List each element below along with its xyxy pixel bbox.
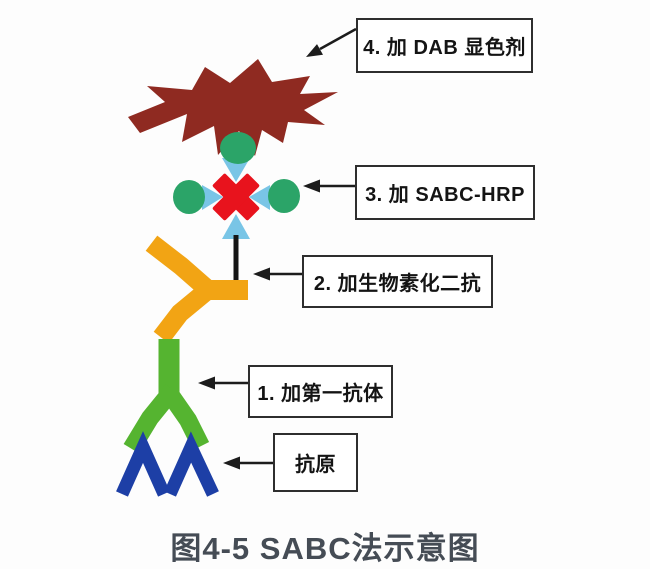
primary-antibody-shape xyxy=(123,339,210,454)
arrow-to-secondary-antibody xyxy=(253,267,302,281)
antigen-chevron-right xyxy=(164,431,219,497)
label-text-dab: 4. 加 DAB 显色剂 xyxy=(363,37,526,59)
dab-burst-shape xyxy=(128,59,338,156)
primary-antibody-left-arm xyxy=(123,384,180,454)
biotin-triangle-bottom xyxy=(222,214,250,239)
antigen-chevron-left xyxy=(116,431,170,497)
label-text-biotin-secondary: 2. 加生物素化二抗 xyxy=(313,273,482,295)
biotin-triangle-left xyxy=(202,185,223,210)
biotin-triangle-right xyxy=(249,185,270,210)
label-text-primary-antibody: 1. 加第一抗体 xyxy=(257,383,384,405)
arrow-to-sabc-complex xyxy=(303,179,355,193)
enzyme-bead-right xyxy=(268,179,300,213)
figure-caption: 图4-5 SABC法示意图 xyxy=(170,531,480,566)
avidin-core-cross xyxy=(212,173,260,221)
arrowhead-icon xyxy=(198,376,215,390)
arrowhead-icon xyxy=(306,44,323,57)
enzyme-bead-top xyxy=(220,132,256,164)
label-box-dab: 4. 加 DAB 显色剂 xyxy=(356,18,533,73)
antigen-shape xyxy=(116,431,219,497)
primary-antibody-right-arm xyxy=(159,384,210,451)
label-box-antigen: 抗原 xyxy=(273,433,358,492)
arrow-to-dab-burst xyxy=(306,27,357,57)
label-box-biotin-secondary: 2. 加生物素化二抗 xyxy=(302,255,493,308)
biotin-triangle-top xyxy=(222,158,250,182)
label-text-antigen: 抗原 xyxy=(295,454,336,476)
enzyme-bead-left xyxy=(173,180,205,214)
label-box-sabc-hrp: 3. 加 SABC-HRP xyxy=(355,165,535,220)
arrowhead-icon xyxy=(303,179,320,193)
arrow-to-primary-antibody xyxy=(198,376,248,390)
arrow-to-antigen xyxy=(223,456,273,470)
secondary-antibody-upper-arm xyxy=(145,235,219,301)
arrowhead-icon xyxy=(223,456,240,470)
arrow-line xyxy=(319,27,357,51)
pointer-arrows xyxy=(198,27,357,470)
arrowhead-icon xyxy=(253,267,270,281)
hrp-enzyme-beads xyxy=(173,132,300,214)
label-box-primary-antibody: 1. 加第一抗体 xyxy=(248,365,393,418)
secondary-antibody-shape xyxy=(145,235,248,344)
biotin-bridges xyxy=(202,158,270,239)
label-text-sabc-hrp: 3. 加 SABC-HRP xyxy=(365,184,525,206)
secondary-antibody-lower-arm xyxy=(153,280,217,344)
cross-bar-2 xyxy=(212,173,260,221)
